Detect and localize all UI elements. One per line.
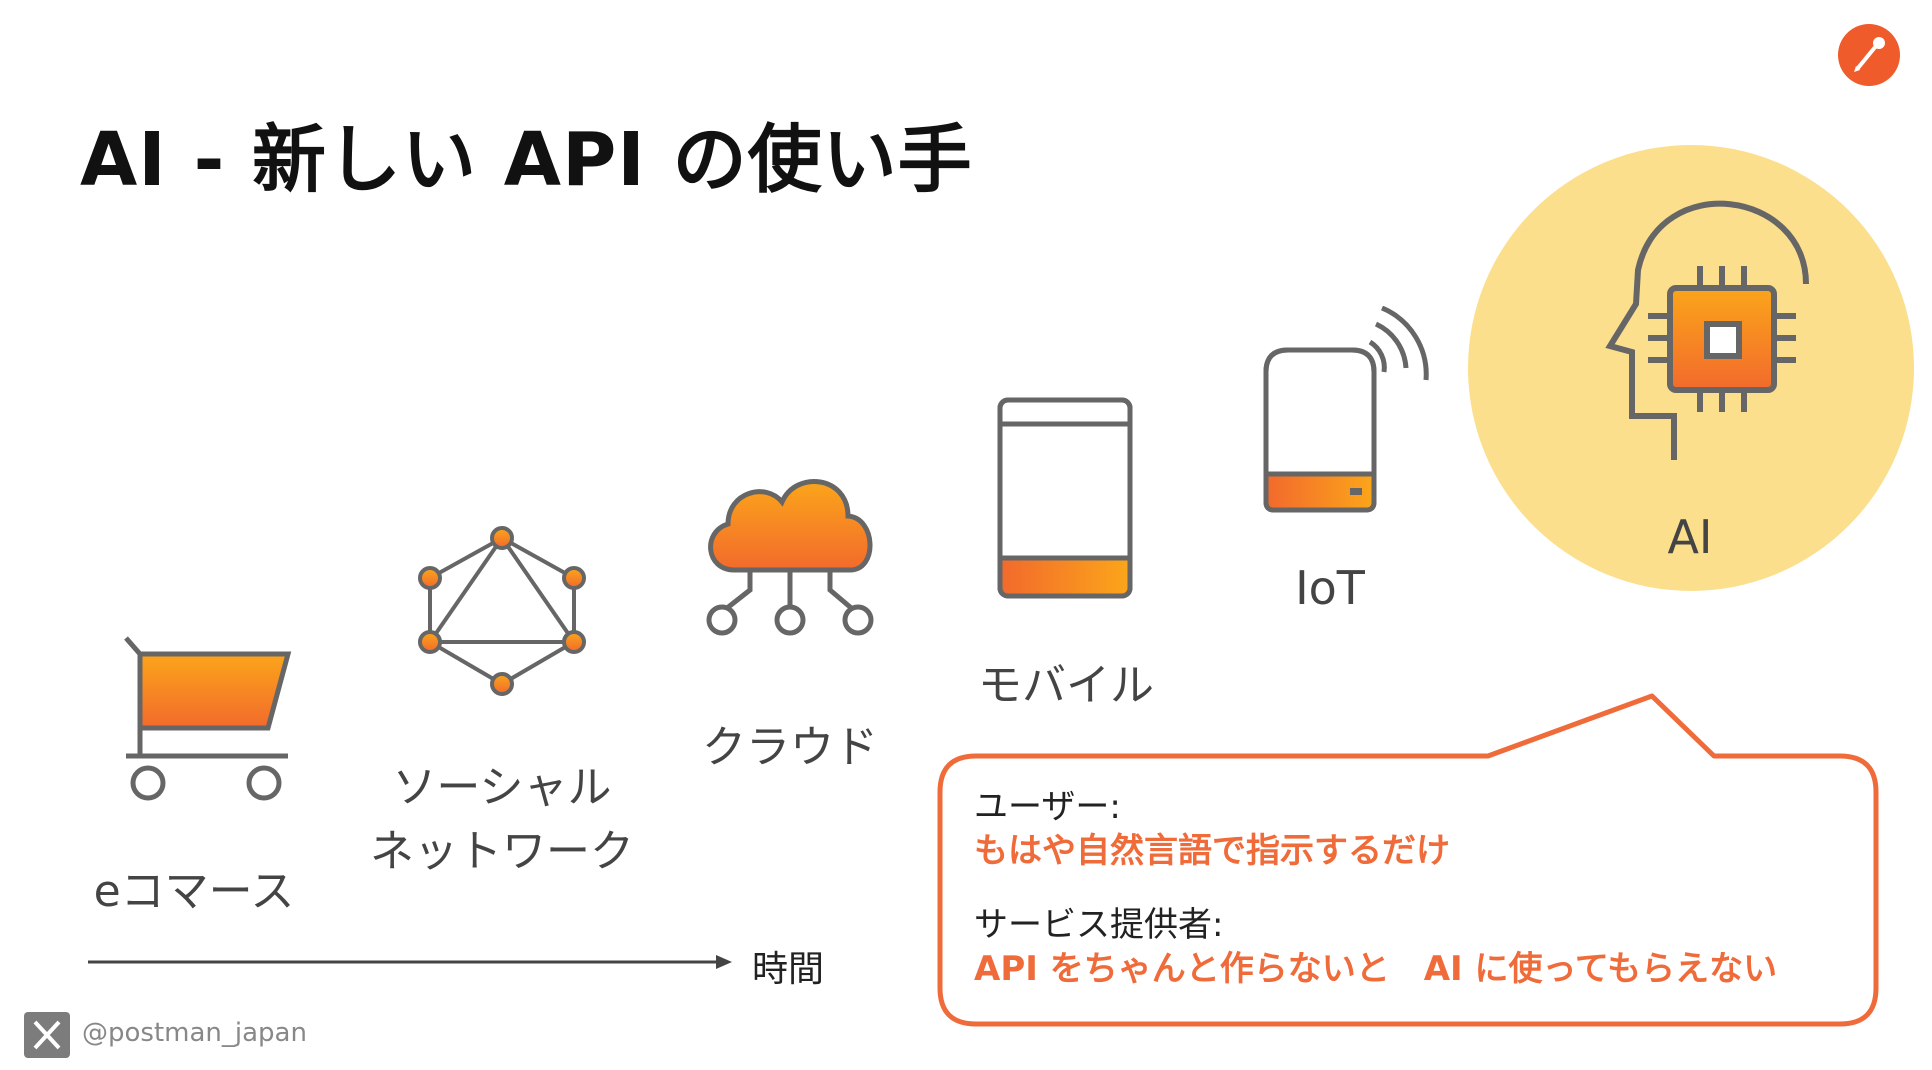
- era-label-iot: IoT: [1295, 561, 1365, 615]
- social-network-graph-icon: [418, 526, 586, 696]
- time-axis-arrow: [88, 955, 732, 969]
- postman-logo-icon: [1838, 24, 1900, 86]
- slide-title: AI - 新しい API の使い手: [80, 117, 973, 203]
- era-label-ecommerce: eコマース: [93, 866, 295, 917]
- era-label-cloud: クラウド: [702, 722, 878, 773]
- callout-provider-label: サービス提供者:: [974, 905, 1224, 945]
- callout-user-text: もはや自然言語で指示するだけ: [974, 831, 1450, 871]
- era-label-mobile: モバイル: [978, 660, 1154, 711]
- callout-provider-text: API をちゃんと作らないと AI に使ってもらえない: [974, 949, 1778, 989]
- iot-device-icon: [1263, 306, 1429, 513]
- footer-handle: @postman_japan: [82, 1018, 307, 1048]
- era-label-ai: AI: [1667, 510, 1713, 564]
- cloud-icon: [706, 479, 874, 636]
- era-label-social-line2: ネットワーク: [370, 826, 634, 877]
- callout-bubble: [937, 693, 1879, 1027]
- callout-user-label: ユーザー:: [974, 787, 1121, 827]
- mobile-phone-icon: [997, 397, 1133, 599]
- era-label-social-line1: ソーシャル: [392, 762, 612, 813]
- x-logo-icon: [24, 1012, 70, 1058]
- shopping-cart-icon: [124, 636, 292, 801]
- time-axis-label: 時間: [752, 949, 825, 990]
- ai-head-chip-icon: [1605, 200, 1809, 460]
